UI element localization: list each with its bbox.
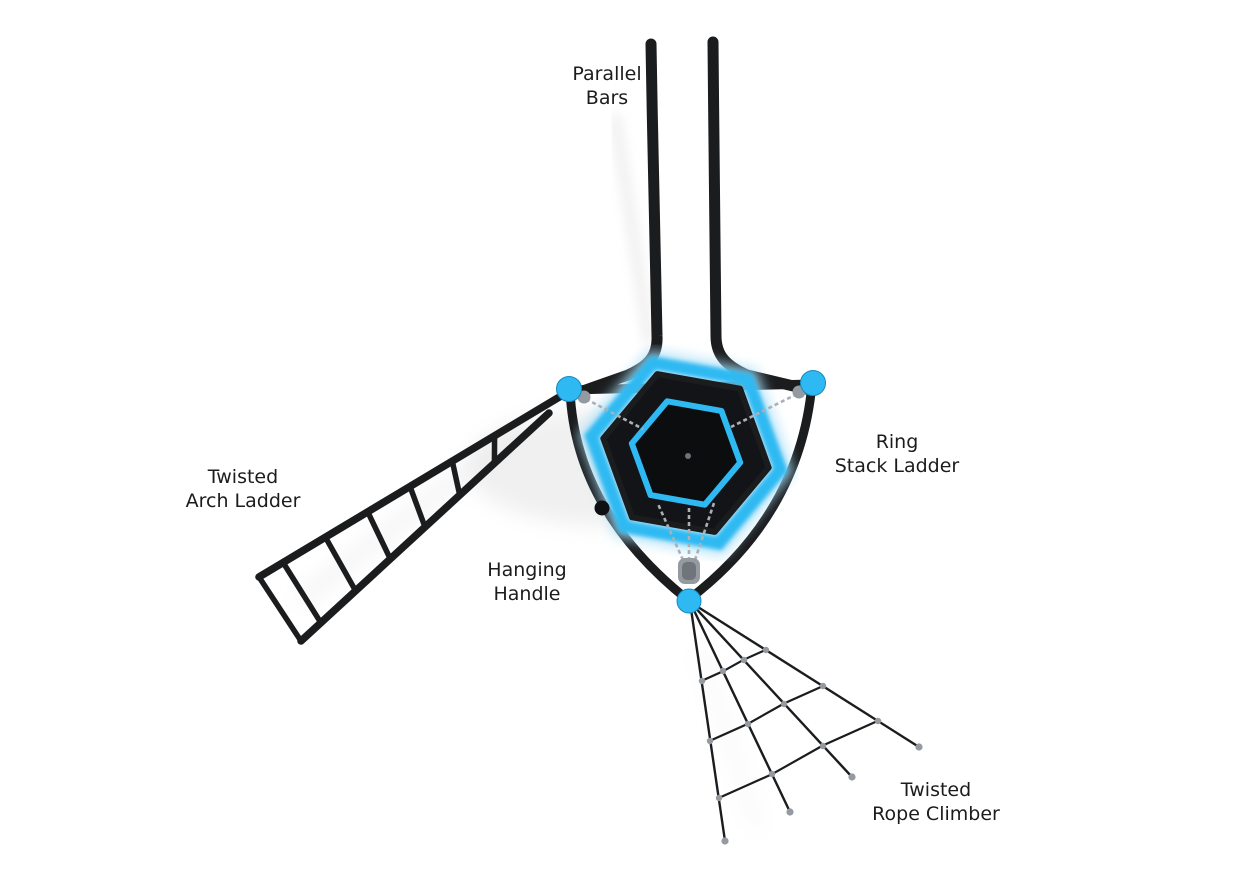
parallel-bar-right <box>707 36 812 395</box>
label-line: Handle <box>493 583 561 605</box>
post-cap-left <box>556 376 582 402</box>
label-line: Hanging <box>487 559 567 581</box>
chain-links <box>585 392 798 562</box>
label-twisted-arch-ladder: Twisted Arch Ladder <box>133 465 353 513</box>
label-line: Stack Ladder <box>834 455 960 477</box>
rope-connector-nodes <box>698 646 923 845</box>
label-line: Parallel <box>572 63 642 85</box>
label-line: Twisted <box>900 779 972 801</box>
post-hardware <box>577 385 806 584</box>
label-line: Rope Climber <box>872 803 1000 825</box>
arch-ladder-graphic <box>255 392 565 645</box>
label-line: Ring <box>875 431 919 453</box>
hanging-handle-graphic <box>594 500 610 516</box>
label-twisted-rope-climber: Twisted Rope Climber <box>816 778 1056 826</box>
platform-center-pin <box>685 453 691 459</box>
label-hanging-handle: Hanging Handle <box>417 558 637 606</box>
rope-cross-lines <box>701 648 879 800</box>
label-ring-stack-ladder: Ring Stack Ladder <box>787 430 1007 478</box>
label-line: Twisted <box>207 466 279 488</box>
ring-stack-platform-graphic <box>577 349 795 557</box>
label-line: Arch Ladder <box>185 490 301 512</box>
post-cap-bottom <box>676 588 702 614</box>
label-parallel-bars: Parallel Bars <box>507 62 707 110</box>
post-caps <box>556 370 826 614</box>
ladder-rungs <box>256 433 498 644</box>
bottom-post-cylinder-core <box>682 562 696 580</box>
frame-right-edge <box>683 379 817 605</box>
post-cap-right <box>800 370 826 396</box>
platform-outer-blue-ring <box>584 355 788 551</box>
rope-climber-graphic <box>688 600 923 845</box>
label-line: Bars <box>585 87 629 109</box>
platform-inner-blue-ring <box>628 398 744 508</box>
